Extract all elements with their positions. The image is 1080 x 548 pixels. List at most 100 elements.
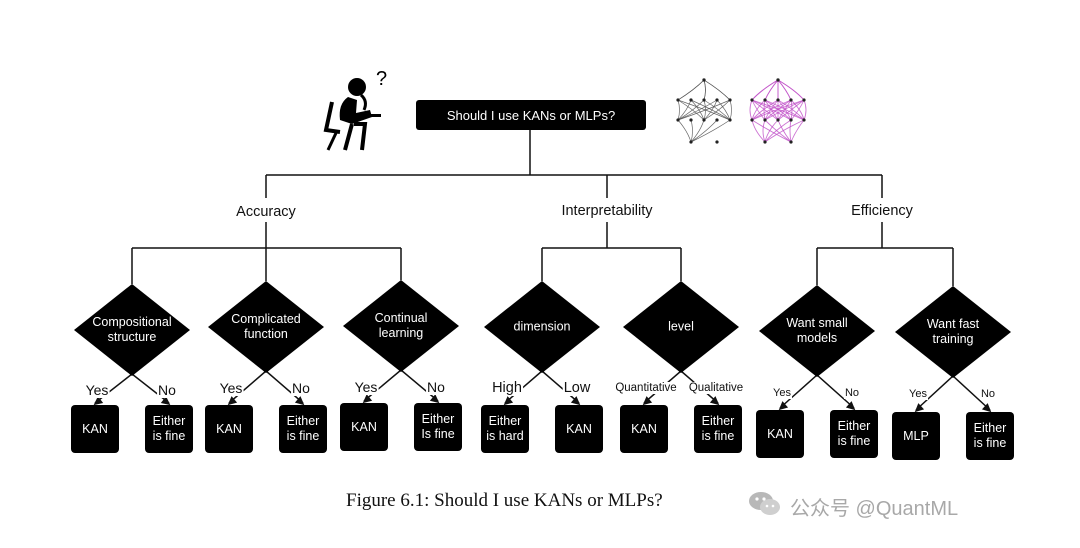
arrow-head [362, 394, 373, 404]
arrow-head [294, 396, 305, 406]
leaf-outcome-right: Either is fine [966, 412, 1014, 460]
branch-label-right: Qualitative [687, 382, 745, 394]
network-node [750, 118, 754, 122]
branch-arrow-right [952, 375, 991, 411]
network-edge [777, 79, 805, 101]
leaf-label: KAN [566, 421, 592, 436]
network-edge [764, 99, 779, 121]
decision-diamond [484, 281, 600, 373]
leaf-label: KAN [216, 421, 242, 436]
network-node [702, 78, 706, 82]
leaf-label: KAN [82, 421, 108, 436]
network-edge [751, 119, 766, 143]
branch-label-left: High [491, 380, 523, 396]
network-edge [690, 119, 718, 143]
decision-question: Want fast training [926, 317, 980, 346]
category-accuracy: Accuracy [232, 204, 300, 220]
decision-diamond [623, 281, 739, 373]
leaf-label: Either Is fine [421, 412, 455, 441]
network-edge [790, 99, 793, 121]
wechat-logo-icon [749, 492, 780, 515]
root-question-box: Should I use KANs or MLPs? [416, 100, 646, 130]
decision-question: Continual learning [374, 311, 428, 340]
decision-question: Want small models [786, 316, 848, 345]
figure-caption: Figure 6.1: Should I use KANs or MLPs? [346, 490, 663, 511]
leaf-label: KAN [631, 421, 657, 436]
decision-question: Compositional structure [92, 315, 172, 344]
branch-arrow-left [94, 373, 133, 404]
branch-label-right: No [843, 386, 861, 399]
leaf-label: KAN [351, 419, 377, 434]
leaf-outcome-right: Either Is fine [414, 403, 462, 451]
network-edge [690, 119, 705, 143]
network-node [689, 140, 693, 144]
arrow-head [429, 394, 440, 404]
network-node [789, 98, 793, 102]
leaf-outcome-right: KAN [555, 405, 603, 453]
decision-diamond [759, 285, 875, 377]
network-node [728, 118, 732, 122]
network-edge [677, 79, 705, 101]
branch-arrow-right [400, 369, 439, 402]
arrow-head [845, 401, 856, 411]
leaf-label: Either is hard [486, 414, 524, 443]
branch-arrow-left [228, 370, 267, 404]
network-edge [703, 99, 731, 121]
network-edge [777, 99, 805, 121]
network-edge [677, 99, 731, 121]
leaf-outcome-left: KAN [620, 405, 668, 453]
network-edge [803, 99, 807, 121]
decision-question: dimension [513, 319, 571, 334]
network-node [776, 78, 780, 82]
network-edge [790, 119, 805, 143]
network-edge [677, 99, 705, 121]
network-edge [764, 99, 805, 121]
branch-arrow-left [504, 370, 543, 404]
network-node [802, 98, 806, 102]
leaf-outcome-left: Either is hard [481, 405, 529, 453]
network-edge [764, 119, 792, 143]
branch-label-left: Quantitative [614, 382, 678, 394]
decision-question: Complicated function [231, 312, 301, 341]
network-edge [751, 99, 805, 121]
network-edge [777, 119, 792, 143]
leaf-outcome-left: MLP [892, 412, 940, 460]
arrow-head [227, 396, 238, 406]
network-edge [677, 99, 692, 121]
network-node [689, 118, 693, 122]
network-node [689, 98, 693, 102]
network-node [715, 118, 719, 122]
decision-diamond [343, 280, 459, 372]
watermark: 公众号 @QuantML [790, 498, 959, 520]
thinking-person-icon [323, 78, 381, 151]
branch-label-left: Yes [353, 378, 379, 395]
leaf-label: Either is fine [152, 414, 186, 443]
branch-label-left: Yes [218, 380, 244, 396]
network-node [702, 118, 706, 122]
network-edge [763, 99, 766, 121]
branch-arrow-right [131, 373, 170, 404]
network-edge [764, 99, 779, 121]
network-edge [777, 79, 805, 101]
decision-diamond [208, 281, 324, 373]
branch-arrow-right [816, 374, 855, 409]
network-edge [764, 79, 779, 101]
network-edge [762, 119, 766, 143]
network-edge [764, 119, 805, 143]
network-edge [690, 119, 693, 143]
branch-label-right: No [157, 381, 177, 398]
arrow-head [914, 403, 925, 413]
network-edge [751, 119, 792, 143]
network-edge [777, 79, 792, 101]
branch-arrow-right [541, 370, 580, 404]
leaf-outcome-left: KAN [340, 403, 388, 451]
network-edge [749, 99, 753, 121]
network-node [676, 118, 680, 122]
network-node [715, 140, 719, 144]
branch-label-left: Yes [84, 381, 110, 398]
arrow-head [570, 396, 581, 406]
network-edge [764, 99, 792, 121]
network-edge [677, 99, 705, 121]
leaf-label: MLP [903, 428, 929, 443]
